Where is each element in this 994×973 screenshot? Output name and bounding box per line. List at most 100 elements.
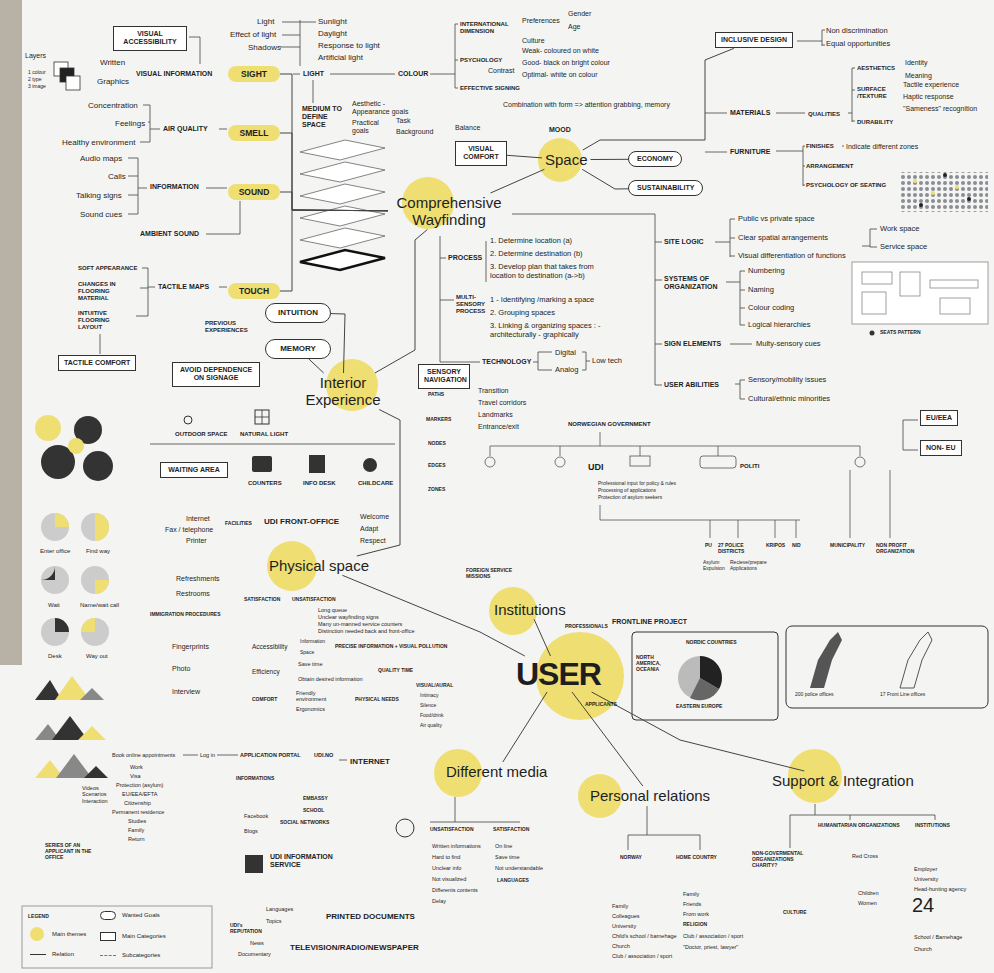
label-text: VISUAL/AURAL bbox=[416, 683, 453, 689]
interior-icons bbox=[252, 456, 272, 472]
seat-dots-highlight bbox=[943, 173, 947, 177]
label-text: Employer bbox=[914, 866, 937, 872]
label-text: SOFT APPEARANCE bbox=[78, 265, 137, 272]
media-icons bbox=[245, 855, 263, 873]
legend-text: Main Categories bbox=[122, 933, 166, 940]
label-text: Videos Scenarios Interaction bbox=[82, 785, 112, 804]
label-text: UDI INFORMATION SERVICE bbox=[270, 853, 338, 869]
label-text: HUMANITARIAN ORGANIZATIONS bbox=[818, 823, 899, 829]
connector bbox=[280, 74, 388, 211]
label-text: Good- black on bright colour bbox=[522, 59, 610, 67]
interior-icons bbox=[363, 458, 377, 472]
frontline-panel bbox=[632, 632, 778, 720]
floor-plan bbox=[930, 280, 978, 288]
label-text: Permanent residence bbox=[112, 809, 164, 815]
relation-line bbox=[776, 68, 855, 122]
org-chart-line bbox=[485, 457, 495, 467]
label-text: TACTILE MAPS bbox=[158, 283, 209, 291]
applicant-series bbox=[35, 415, 113, 778]
applicant-series bbox=[81, 566, 109, 594]
label-text: FURNITURE bbox=[730, 148, 770, 156]
label-text: TELEVISION/RADIO/NEWSPAPER bbox=[290, 943, 419, 952]
frontline-panel bbox=[690, 678, 719, 700]
label-text: COUNTERS bbox=[248, 480, 282, 487]
layers-icon bbox=[54, 62, 80, 90]
label-text: Many un-manned service counters bbox=[318, 621, 402, 627]
label-text: University bbox=[914, 876, 938, 882]
node-text: Personal relations bbox=[590, 787, 710, 804]
label-text: Contrast bbox=[488, 67, 514, 75]
label-text: PROFESSIONALS bbox=[565, 624, 608, 630]
label-text: Friendly environment bbox=[296, 690, 336, 703]
label-text: LEGEND bbox=[28, 914, 49, 920]
applicant-series bbox=[81, 513, 109, 541]
label-text: NORWAY bbox=[620, 855, 642, 861]
theme-circle bbox=[267, 138, 842, 818]
label-text: CHANGES IN FLOORING MATERIAL bbox=[78, 281, 136, 302]
label-text: INFORMATIONS bbox=[236, 776, 274, 782]
label-text: FRONTLINE PROJECT bbox=[612, 618, 687, 626]
label-text: Response to light bbox=[318, 41, 380, 50]
user-node: USER bbox=[514, 656, 603, 692]
label-text: HOME COUNTRY bbox=[676, 855, 717, 861]
label-text: EMBASSY bbox=[303, 796, 328, 802]
label-text: INTERNATIONAL DIMENSION bbox=[460, 21, 522, 35]
relation-line bbox=[726, 271, 745, 325]
node-text: Institutions bbox=[494, 601, 566, 618]
connector bbox=[308, 359, 323, 373]
label-text: "Sameness" recognition bbox=[903, 105, 977, 113]
label-text: CHILDCARE bbox=[358, 480, 393, 487]
node-text: Physical space bbox=[269, 557, 369, 574]
label-text: 27 POLICE DISTRICTS bbox=[718, 543, 758, 555]
layers-icon bbox=[66, 76, 80, 90]
label-text: VISUAL INFORMATION bbox=[136, 70, 212, 78]
label-text: RELIGION bbox=[683, 922, 707, 928]
seat-dots-highlight bbox=[967, 197, 971, 201]
label-text: Adapt bbox=[360, 525, 378, 533]
label-text: Numbering bbox=[748, 267, 785, 276]
org-chart-line bbox=[630, 456, 650, 466]
label-text: SOCIAL NETWORKS bbox=[280, 820, 329, 826]
applicant-series bbox=[84, 766, 108, 778]
label-text: Protection of asylum seekers bbox=[598, 495, 662, 501]
label-text: Intimacy bbox=[420, 693, 439, 699]
label-text: Work space bbox=[880, 225, 919, 234]
label-text: Printer bbox=[186, 537, 207, 545]
label-text: UDI's REPUTATION bbox=[230, 923, 252, 935]
label-text: Child's school / barnehage bbox=[612, 933, 677, 939]
label-text: Written bbox=[100, 58, 125, 67]
label-text: NORWEGIAN GOVERNMENT bbox=[568, 421, 651, 428]
seat-dots-highlight bbox=[931, 191, 935, 195]
label-text: Task bbox=[396, 117, 410, 125]
label-text: QUALITIES bbox=[808, 111, 840, 118]
label-text: OUTDOOR SPACE bbox=[175, 431, 228, 438]
label-text: Culture bbox=[522, 37, 545, 45]
relation-line bbox=[150, 444, 395, 445]
label-text: ZONES bbox=[428, 487, 445, 493]
label-text: Service space bbox=[880, 243, 927, 252]
connector bbox=[582, 169, 628, 189]
theme-label: Institutions bbox=[491, 600, 569, 619]
label-text: Unclear wayfinding signs bbox=[318, 614, 379, 620]
floor-plan bbox=[862, 292, 886, 314]
label-text: IMMIGRATION PROCEDURES bbox=[150, 612, 220, 618]
label-text: Friends bbox=[683, 901, 701, 907]
label-text: Book online appointments bbox=[112, 752, 175, 758]
node-text: SMELL bbox=[236, 128, 272, 138]
label-text: Multy-sensory cues bbox=[756, 340, 821, 349]
label-text: Save time bbox=[298, 661, 322, 667]
label-text: MATERIALS bbox=[730, 109, 770, 117]
label-text: PSYCHOLOGY OF SEATING bbox=[806, 182, 886, 189]
legend-text: Main themes bbox=[52, 931, 86, 938]
label-text: Shadows bbox=[248, 43, 281, 52]
label-text: Not understandable bbox=[495, 865, 543, 871]
label-text: SCHOOL bbox=[303, 808, 324, 814]
label-text: University bbox=[612, 923, 636, 929]
node-text: TOUCH bbox=[236, 286, 272, 296]
relation-line bbox=[189, 37, 200, 64]
label-text: 3 image bbox=[28, 84, 46, 90]
org-chart-line bbox=[855, 457, 865, 467]
theme-label: Comprehensive Wayfinding bbox=[388, 193, 510, 230]
label-text: Family bbox=[683, 891, 699, 897]
